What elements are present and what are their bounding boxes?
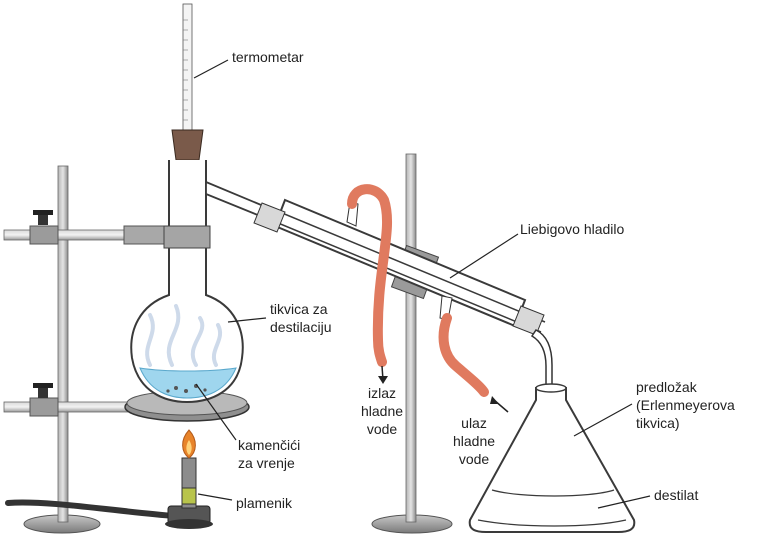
burner: [5, 429, 213, 529]
stopper: [171, 129, 204, 161]
upper-clamp-screw: [38, 213, 48, 225]
inlet-hose: [438, 313, 489, 397]
water-hoses: [347, 184, 509, 413]
label-kamencici-line1: kamenčići: [238, 437, 301, 453]
label-water-outlet: izlaz hladne vode: [354, 384, 410, 438]
label-ulaz-line2: hladne: [452, 433, 496, 449]
left-stand-rod: [57, 165, 69, 523]
distillation-flask: [130, 160, 280, 404]
label-liebig-condenser: Liebigovo hladilo: [520, 221, 625, 237]
distillate-surface: [491, 489, 615, 497]
label-izlaz-line1: izlaz: [367, 385, 396, 401]
erlenmeyer-outline: [468, 387, 636, 533]
label-predlozak-line3: tikvica): [636, 415, 680, 431]
vapor: [145, 304, 222, 367]
label-burner: plamenik: [236, 495, 293, 511]
leader-kamencici: [195, 383, 237, 441]
label-distillate: destilat: [654, 487, 699, 503]
leader-predlozak: [573, 403, 633, 437]
leader-termometar: [193, 59, 229, 79]
leader-liebig: [449, 233, 519, 279]
boiling-stones: [166, 384, 207, 393]
label-izlaz-line2: hladne: [360, 403, 404, 419]
label-receiver: predložak (Erlenmeyerova tikvica): [636, 378, 735, 432]
outlet-hose: [347, 184, 393, 367]
flask-water: [139, 367, 237, 399]
label-water-inlet: ulaz hladne vode: [446, 414, 502, 468]
right-stand-rod: [405, 153, 417, 523]
upper-clamp-boss: [29, 225, 59, 245]
lower-clamp-boss: [29, 397, 59, 417]
leader-tikvica: [227, 317, 267, 323]
label-izlaz-line3: vode: [366, 421, 398, 437]
label-tikvica-line2: destilaciju: [270, 319, 332, 335]
upper-clamp-jaw: [123, 225, 169, 245]
label-ulaz-line1: ulaz: [461, 415, 487, 431]
leader-destilat: [597, 495, 651, 509]
flask-outline: [130, 160, 244, 404]
gas-hose: [5, 499, 178, 519]
lower-clamp-bar: [3, 401, 145, 413]
leader-lines: [193, 59, 651, 509]
label-termometar: termometar: [232, 49, 304, 65]
label-tikvica-line1: tikvica za: [270, 301, 328, 317]
erlenmeyer-flask: [468, 383, 636, 533]
label-predlozak-line2: (Erlenmeyerova: [636, 397, 735, 413]
condenser-joint-left: [253, 202, 286, 233]
label-kamencici-line2: za vrenje: [238, 455, 295, 471]
leader-plamenik: [197, 493, 233, 501]
label-distillation-flask: tikvica za destilaciju: [270, 300, 331, 336]
label-boiling-stones: kamenčići za vrenje: [238, 436, 300, 472]
label-ulaz-line3: vode: [458, 451, 490, 467]
neck-clamp: [163, 225, 211, 249]
label-predlozak-line1: predložak: [636, 379, 697, 395]
